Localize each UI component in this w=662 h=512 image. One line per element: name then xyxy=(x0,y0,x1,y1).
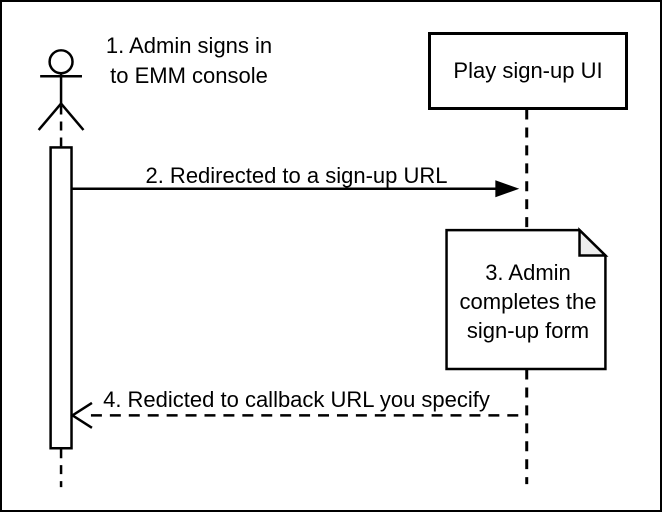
callback-redirect-arrow xyxy=(70,401,520,429)
arrowhead-filled-icon xyxy=(495,180,520,198)
message-2-label: 2. Redirected to a sign-up URL xyxy=(145,163,448,188)
actor-leg-left xyxy=(37,102,63,131)
note-fold-corner-icon xyxy=(578,227,609,257)
note-outline xyxy=(445,228,607,371)
activation-bar xyxy=(49,146,73,450)
participant-play-signup-ui: Play sign-up UI xyxy=(428,32,628,110)
note-shape xyxy=(445,227,609,371)
actor-head xyxy=(48,49,74,75)
participant-play-signup-ui-label: Play sign-up UI xyxy=(453,58,603,83)
message-4-label: 4. Redicted to callback URL you specify xyxy=(103,387,490,412)
note-label: 3. Admin completes the sign-up form xyxy=(459,260,597,343)
message-1-label: 1. Admin signs in to EMM console xyxy=(105,33,273,88)
actor-leg-right xyxy=(60,102,85,131)
actor-icon xyxy=(37,49,85,131)
signup-redirect-arrow xyxy=(72,180,520,198)
arrowhead-open-icon xyxy=(70,401,93,429)
